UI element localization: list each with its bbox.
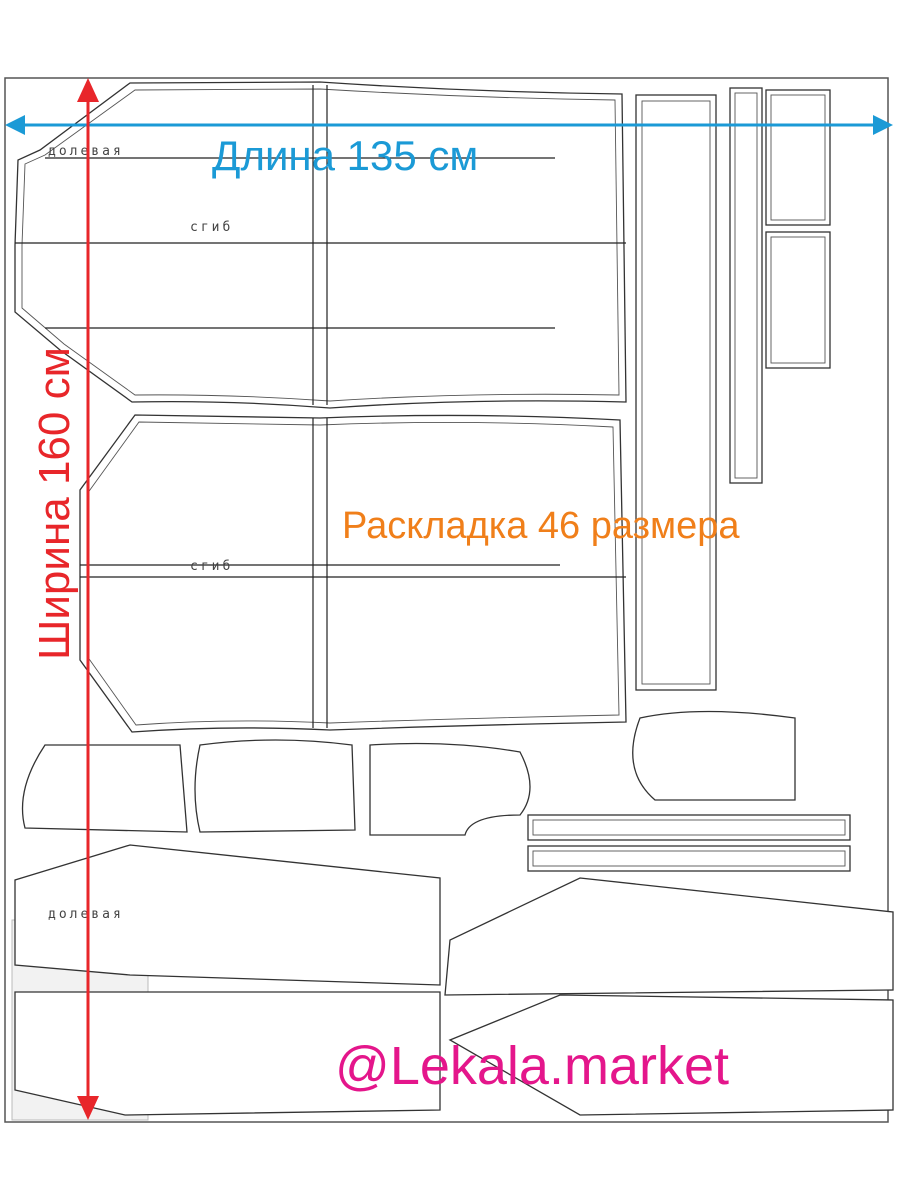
- layout-title: Раскладка 46 размера: [342, 505, 740, 547]
- fold-label: сгиб: [190, 220, 233, 235]
- width-arrow: [77, 78, 99, 1120]
- fold-label: сгиб: [190, 559, 233, 574]
- piece-front-top: [14, 81, 627, 409]
- piece-long-strips: [527, 814, 851, 872]
- watermark: @Lekala.market: [335, 1036, 729, 1096]
- piece-small-rects: [765, 89, 831, 369]
- piece-strip-tall: [635, 94, 717, 691]
- grainline-label: долевая: [48, 144, 124, 159]
- length-label: Длина 135 см: [212, 132, 479, 179]
- length-arrow: [5, 115, 893, 135]
- width-label: Ширина 160 см: [30, 347, 79, 660]
- piece-back: [79, 414, 627, 733]
- piece-small-row: [21, 710, 796, 836]
- piece-strip-narrow: [729, 87, 763, 484]
- grainline-label: долевая: [48, 907, 124, 922]
- piece-sleeves: [14, 844, 894, 1116]
